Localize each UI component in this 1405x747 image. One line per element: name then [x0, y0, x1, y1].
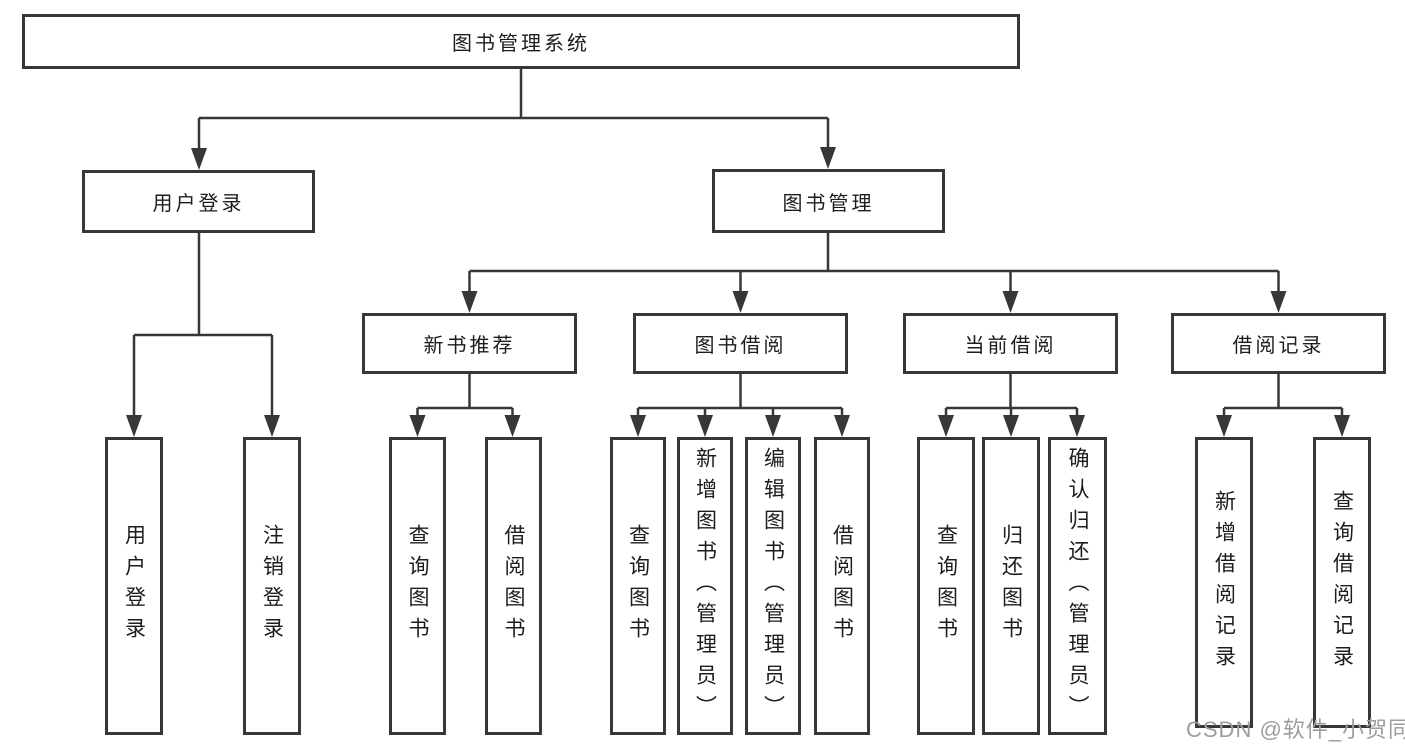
leaf-borrow-books-recommend: 借阅图书 — [485, 437, 542, 735]
leaf-query-books-current: 查询图书 — [917, 437, 975, 735]
leaf-query-books-borrowing: 查询图书 — [610, 437, 666, 735]
leaf-borrow-books: 借阅图书 — [814, 437, 870, 735]
connector-root — [197, 69, 830, 152]
leaf-return-books: 归还图书 — [982, 437, 1040, 735]
node-borrowing-records: 借阅记录 — [1171, 313, 1386, 374]
leaf-add-borrow-record: 新增借阅记录 — [1195, 437, 1253, 728]
watermark: CSDN @软件_小贺同学 — [1186, 717, 1405, 742]
connector-book-borrowing — [636, 374, 844, 419]
node-new-book-recommend: 新书推荐 — [362, 313, 577, 374]
node-book-management: 图书管理 — [712, 169, 945, 233]
leaf-edit-book-admin: 编辑图书（管理员） — [745, 437, 801, 735]
leaf-add-book-admin: 新增图书（管理员） — [677, 437, 733, 735]
connector-new-book-recommend — [416, 374, 514, 419]
connector-borrowing-records — [1222, 374, 1344, 419]
connector-user-login — [132, 233, 274, 419]
connector-book-management — [468, 233, 1280, 295]
arrowheads — [126, 147, 1350, 437]
leaf-query-books-recommend: 查询图书 — [389, 437, 446, 735]
node-root: 图书管理系统 — [22, 14, 1020, 69]
leaf-confirm-return-admin: 确认归还（管理员） — [1048, 437, 1107, 735]
leaf-user-login: 用户登录 — [105, 437, 163, 735]
connector-current-borrowing — [944, 374, 1079, 419]
leaf-query-borrow-record: 查询借阅记录 — [1313, 437, 1371, 728]
leaf-logout: 注销登录 — [243, 437, 301, 735]
node-user-login: 用户登录 — [82, 170, 315, 233]
node-book-borrowing: 图书借阅 — [633, 313, 848, 374]
node-current-borrowing: 当前借阅 — [903, 313, 1118, 374]
